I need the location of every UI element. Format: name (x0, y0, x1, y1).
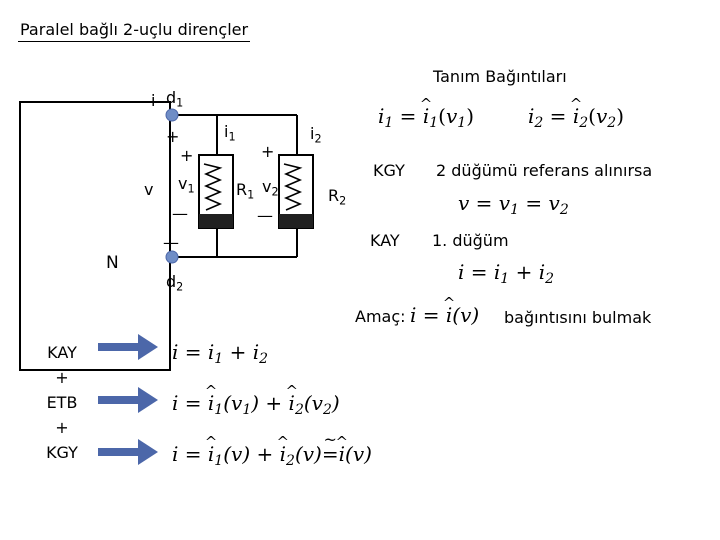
v2-label: v2 (262, 177, 279, 199)
plus-v1: + (180, 146, 194, 165)
v1-label: v1 (178, 174, 195, 196)
node-d2 (165, 250, 179, 264)
plus-left: + (166, 127, 180, 146)
result-eq-2: i = i1(v1) + i2(v2) (172, 391, 340, 418)
goal-equation: i = i(v) (410, 303, 479, 327)
law-kgy: KGY (46, 443, 78, 462)
minus-v2: — (257, 206, 273, 225)
law-etb: ETB (46, 393, 78, 412)
result-eq-3: i = i1(v) + i2(v) = i(v) (172, 442, 372, 469)
r2-resistor (278, 154, 314, 229)
law-kay: KAY (47, 343, 77, 362)
goal-text: bağıntısını bulmak (504, 308, 652, 327)
kgy-label: KGY (373, 161, 405, 180)
goal-label: Amaç: (355, 307, 406, 326)
kay-note: 1. düğüm (432, 231, 509, 250)
kgy-equation: v = v1 = v2 (458, 191, 569, 219)
node-d1-label: d1 (166, 88, 184, 110)
kay-label: KAY (370, 231, 400, 250)
kay-equation: i = i1 + i2 (458, 260, 555, 288)
law-plus-1: + (55, 368, 69, 387)
r1-resistor (198, 154, 234, 229)
definitions-heading: Tanım Bağıntıları (433, 67, 567, 86)
definition-eq-1: i1 = i1(v1) (378, 104, 474, 131)
r2-label: R2 (328, 186, 347, 208)
minus-left: — (163, 233, 179, 252)
laws-stack: KAY + ETB + KGY (34, 340, 90, 465)
definition-eq-2: i2 = i2(v2) (528, 104, 624, 131)
current-i-label: i (151, 91, 156, 110)
node-d1 (165, 108, 179, 122)
i1-label: i1 (224, 122, 236, 144)
kgy-note: 2 düğümü referans alınırsa (436, 161, 653, 180)
arrow-etb (98, 387, 158, 413)
i2-label: i2 (310, 124, 322, 146)
result-eq-1: i = i1 + i2 (172, 340, 269, 368)
node-d2-label: d2 (166, 272, 184, 294)
arrow-kgy (98, 439, 158, 465)
voltage-v-label: v (144, 180, 154, 199)
page-title: Paralel bağlı 2-uçlu dirençler (18, 20, 251, 42)
r1-label: R1 (236, 180, 255, 202)
arrow-kay (98, 334, 158, 360)
law-plus-2: + (55, 418, 69, 437)
minus-v1: — (172, 204, 188, 223)
n-label: N (106, 253, 119, 273)
plus-v2: + (261, 142, 275, 161)
n-box (19, 101, 171, 371)
